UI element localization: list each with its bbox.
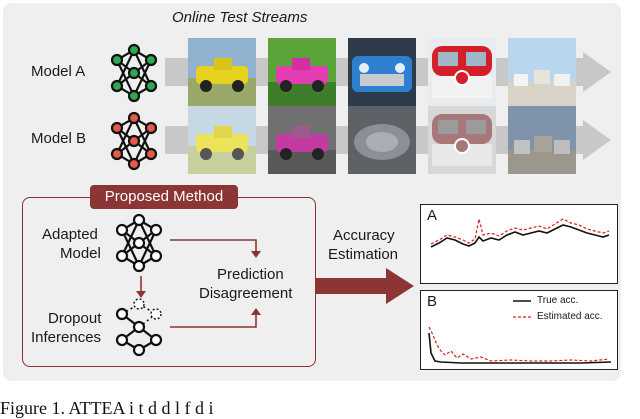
- accuracy-label-2: Estimation: [328, 246, 399, 263]
- dropout-label-1: Dropout: [48, 310, 102, 327]
- chart-a-label: A: [427, 207, 438, 224]
- stream-image-b5: [508, 106, 576, 174]
- stream-image-b2: [268, 106, 336, 174]
- figure-caption: Figure 1. ATTEA i t d d l f d i: [0, 398, 214, 418]
- stream-image-a3: [348, 38, 416, 106]
- adapted-model-label-2: Model: [60, 245, 101, 262]
- adapted-model-label-1: Adapted: [42, 226, 98, 243]
- chart-b-plot: [428, 300, 612, 364]
- dropout-label-2: Inferences: [31, 329, 102, 346]
- legend-estimated: Estimated acc.: [537, 311, 603, 322]
- stream-image-a5: [508, 38, 576, 106]
- stream-image-b4: [428, 106, 496, 174]
- prediction-label-1: Prediction: [217, 266, 284, 283]
- dropout-network-icon: [115, 298, 163, 357]
- stream-image-a2: [268, 38, 336, 106]
- stream-image-a1: [188, 38, 256, 106]
- neural-network-icon-b: [110, 111, 158, 171]
- accuracy-estimation-arrow: [316, 268, 414, 304]
- stream-image-a4: [428, 38, 496, 106]
- legend-true: True acc.: [537, 295, 579, 306]
- accuracy-label-1: Accuracy: [333, 227, 395, 244]
- adapted-model-network-icon: [115, 213, 163, 273]
- stream-image-b3: [348, 106, 416, 174]
- stream-title: Online Test Streams: [172, 9, 308, 26]
- chart-a: A: [420, 204, 618, 284]
- chart-b: B True acc. Estimated acc.: [420, 290, 618, 370]
- chart-a-plot: [430, 218, 610, 248]
- proposed-method-title: Proposed Method: [90, 185, 238, 209]
- prediction-label-2: Disagreement: [199, 285, 293, 302]
- stream-image-b1: [188, 106, 256, 174]
- chart-b-label: B: [427, 293, 438, 310]
- model-b-label: Model B: [31, 130, 87, 147]
- model-a-label: Model A: [31, 63, 86, 80]
- neural-network-icon-a: [110, 43, 158, 103]
